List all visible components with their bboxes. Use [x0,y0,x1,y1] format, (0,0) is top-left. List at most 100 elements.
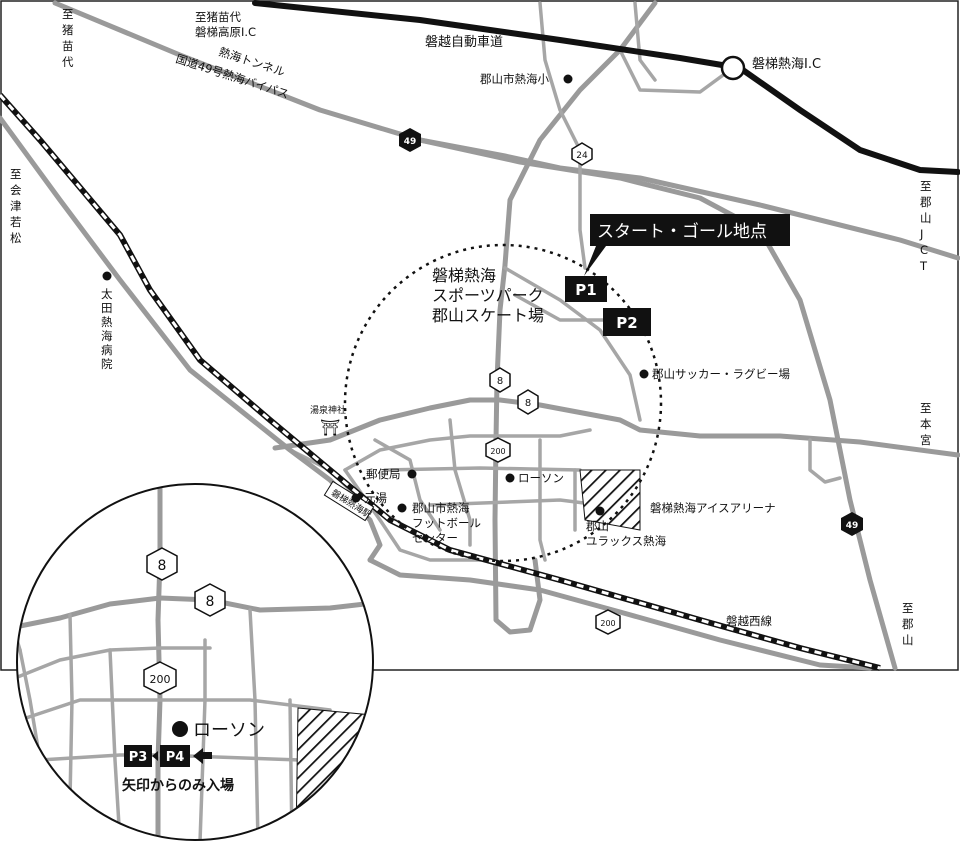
ic-loop-road [618,48,732,94]
route200-shield-label-2: 200 [600,619,615,628]
start-goal-callout: スタート・ゴール地点 [584,214,790,276]
football-center-dot [397,503,407,513]
atami-elementary-dot [563,74,573,84]
poi-yusen-shrine: 湯泉神社 ⛩ [310,404,346,437]
p4-label: P4 [166,750,185,765]
inset-map: 8 8 200 ローソン P3 P4 矢印からのみ入場 [16,483,374,841]
ice-arena-label: 磐梯熱海アイスアリーナ [650,501,776,515]
park-inner-road [513,293,622,322]
post-office-dot [407,469,417,479]
dir-kori-2: 郡 [902,617,914,631]
inset-road-9 [288,698,294,840]
dir-aizu-3: 津 [10,199,22,213]
inset-lawson-dot [172,721,188,737]
soccer-access-road [503,266,642,422]
north-loop-road [633,1,657,82]
yurax-2: ユラックス熱海 [586,534,667,548]
football-3: センター [412,531,458,545]
dir-inawashiro-bandai-2: 磐梯高原I.C [195,25,256,39]
inset-route200-label: 200 [150,673,171,686]
route200-road [367,557,873,671]
dir-kori-1: 至 [902,601,914,615]
inset-road-8 [248,608,260,840]
route8-shield-2: 8 [517,389,539,415]
town-street-6 [538,438,547,562]
route49-shield-label: 49 [404,137,417,147]
inset-route200-shield: 200 [143,661,177,695]
inset-entry-note: 矢印からのみ入場 [122,777,234,794]
inset-route8-shield-1: 8 [146,547,178,581]
ota-hosp-6: 院 [101,357,113,371]
lawson-dot [505,473,515,483]
inset-road-10 [18,648,42,762]
town-street-5 [448,418,472,547]
route8-shield-1: 8 [489,367,511,393]
route49-shield-south: 49 [841,512,863,536]
dir-inawashiro: 至 猪 苗 代 [62,7,74,69]
post-office-label: 郵便局 [366,467,401,481]
parking-p1: P1 [565,276,607,302]
route8-road [492,262,543,635]
route200-shield-2: 200 [595,609,621,635]
ic-label: 磐梯熱海I.C [752,57,821,72]
bathhouse-label: 元湯 [364,491,387,505]
atami-elementary-label: 郡山市熱海小 [480,72,549,86]
town-street-3 [383,466,582,472]
route24-road [502,0,658,268]
p3-label: P3 [129,750,148,765]
bathhouse-dot [351,493,361,503]
route24-west-road [538,1,587,270]
inset-road-ns [155,484,163,840]
poi-post-office: 郵便局 [366,467,417,481]
dir-kori-3: 山 [902,633,914,647]
dir-aizu-2: 会 [10,183,22,197]
p2-label: P2 [616,314,637,332]
dir-inawashiro-1: 至 [62,7,74,21]
lawson-label: ローソン [518,471,564,485]
route8-ew-road [272,397,960,458]
dir-jct-4: J [919,227,923,241]
dir-koriyama-jct: 至 郡 山 J C T [919,179,932,273]
dir-jct-3: 山 [920,211,932,225]
dir-moto-3: 宮 [920,433,932,447]
inset-arrow-left-icon [152,751,158,761]
sports-park-3: 郡山スケート場 [432,306,544,325]
route49-road [52,0,898,671]
inset-entry-arrow-icon [193,748,212,764]
inset-road-5 [68,613,74,802]
railway-ban-etsu-west [0,93,881,671]
railway-label: 磐越西線 [726,614,772,628]
poi-bathhouse: 元湯 [351,491,387,505]
ota-hosp-5: 病 [101,343,113,357]
dir-inawashiro-2: 猪 [62,23,74,37]
route24-shield-label: 24 [576,151,588,161]
dir-jct-6: T [919,259,928,273]
town-street-2 [373,438,442,532]
soccer-label: 郡山サッカー・ラグビー場 [652,367,790,381]
inset-road-3 [18,698,332,722]
soccer-dot [639,369,649,379]
ota-hospital-dot [102,271,112,281]
poi-ota-hospital: 太 田 熱 海 病 院 [101,271,113,371]
inset-lawson: ローソン [172,720,265,741]
dir-jct-2: 郡 [920,195,932,209]
route200-shield-1: 200 [485,437,511,463]
poi-lawson: ローソン [505,471,564,485]
ota-hosp-3: 熱 [101,315,113,329]
dir-inawashiro-3: 苗 [62,39,74,53]
football-1: 郡山市熱海 [412,501,470,515]
start-goal-label: スタート・ゴール地点 [597,221,767,242]
dir-aizu-1: 至 [10,167,22,181]
ota-hosp-1: 太 [101,287,113,301]
route49-loop-road [808,438,842,484]
route8-shield-label: 8 [497,376,503,387]
inset-road-7 [198,638,207,840]
aizu-road [0,115,383,563]
dir-moto-1: 至 [920,401,932,415]
route8-shield-label-2: 8 [525,398,531,409]
torii-icon: ⛩ [320,418,340,437]
poi-soccer-field: 郡山サッカー・ラグビー場 [639,367,790,381]
dir-jct-1: 至 [920,179,932,193]
inset-route8-label-2: 8 [206,594,215,610]
